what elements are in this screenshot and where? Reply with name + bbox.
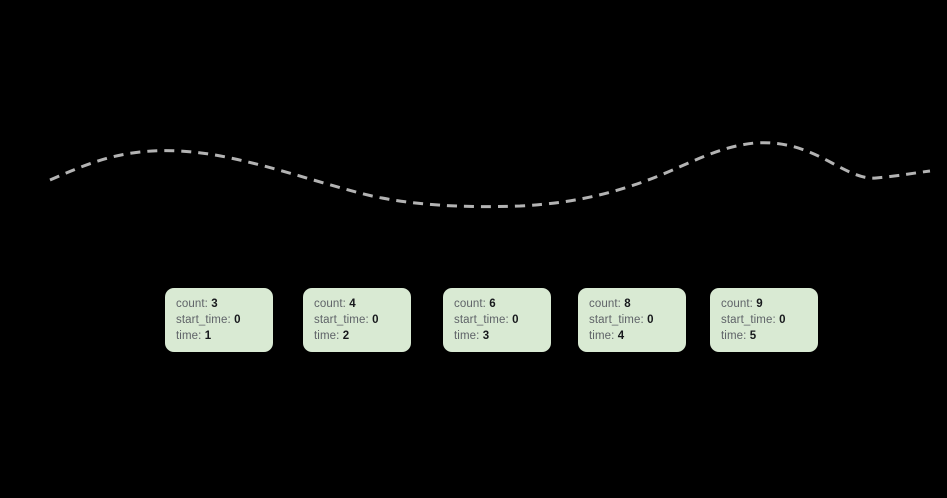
node-field-time: time: 1	[176, 328, 273, 344]
node-field-time-label: time:	[176, 330, 205, 342]
node-field-start-time: start_time: 0	[176, 312, 273, 328]
node-field-count-label: count:	[721, 298, 757, 310]
node-field-time-value: 1	[204, 330, 212, 342]
node-field-time-value: 3	[482, 330, 490, 342]
node-field-start-time-label: start_time:	[454, 314, 513, 326]
node-field-time-value: 2	[342, 330, 350, 342]
node-field-start-time-value: 0	[779, 314, 786, 326]
node-field-start-time-label: start_time:	[176, 314, 235, 326]
node-field-start-time-value: 0	[372, 314, 379, 326]
node-field-count-label: count:	[454, 298, 490, 310]
node-field-start-time-value: 0	[647, 314, 654, 326]
node-field-count-label: count:	[314, 298, 350, 310]
node-field-start-time: start_time: 0	[721, 312, 818, 328]
node-field-time: time: 4	[589, 328, 686, 344]
node-field-start-time: start_time: 0	[314, 312, 411, 328]
node-field-time-value: 5	[749, 330, 757, 342]
node-field-start-time: start_time: 0	[454, 312, 551, 328]
node-field-count-label: count:	[589, 298, 625, 310]
node-field-time: time: 3	[454, 328, 551, 344]
node-field-start-time-label: start_time:	[314, 314, 373, 326]
node-field-start-time-value: 0	[512, 314, 519, 326]
node-field-start-time-label: start_time:	[589, 314, 648, 326]
node-field-time-label: time:	[454, 330, 483, 342]
node-field-start-time: start_time: 0	[589, 312, 686, 328]
node-field-count-label: count:	[176, 298, 212, 310]
node-field-count-value: 6	[489, 298, 496, 310]
node-field-time-label: time:	[314, 330, 343, 342]
node-field-count-value: 9	[756, 298, 763, 310]
node-field-start-time-label: start_time:	[721, 314, 780, 326]
node-field-count: count: 3	[176, 296, 273, 312]
node-field-count: count: 4	[314, 296, 411, 312]
node-field-count: count: 8	[589, 296, 686, 312]
node-field-time-value: 4	[617, 330, 625, 342]
node-field-count-value: 4	[349, 298, 356, 310]
node-field-time: time: 5	[721, 328, 818, 344]
node-field-count-value: 8	[624, 298, 631, 310]
node-field-count: count: 6	[454, 296, 551, 312]
node-field-count: count: 9	[721, 296, 818, 312]
node-field-time-label: time:	[721, 330, 750, 342]
node-field-time: time: 2	[314, 328, 411, 344]
node-field-start-time-value: 0	[234, 314, 241, 326]
node-field-time-label: time:	[589, 330, 618, 342]
node-field-count-value: 3	[211, 298, 218, 310]
